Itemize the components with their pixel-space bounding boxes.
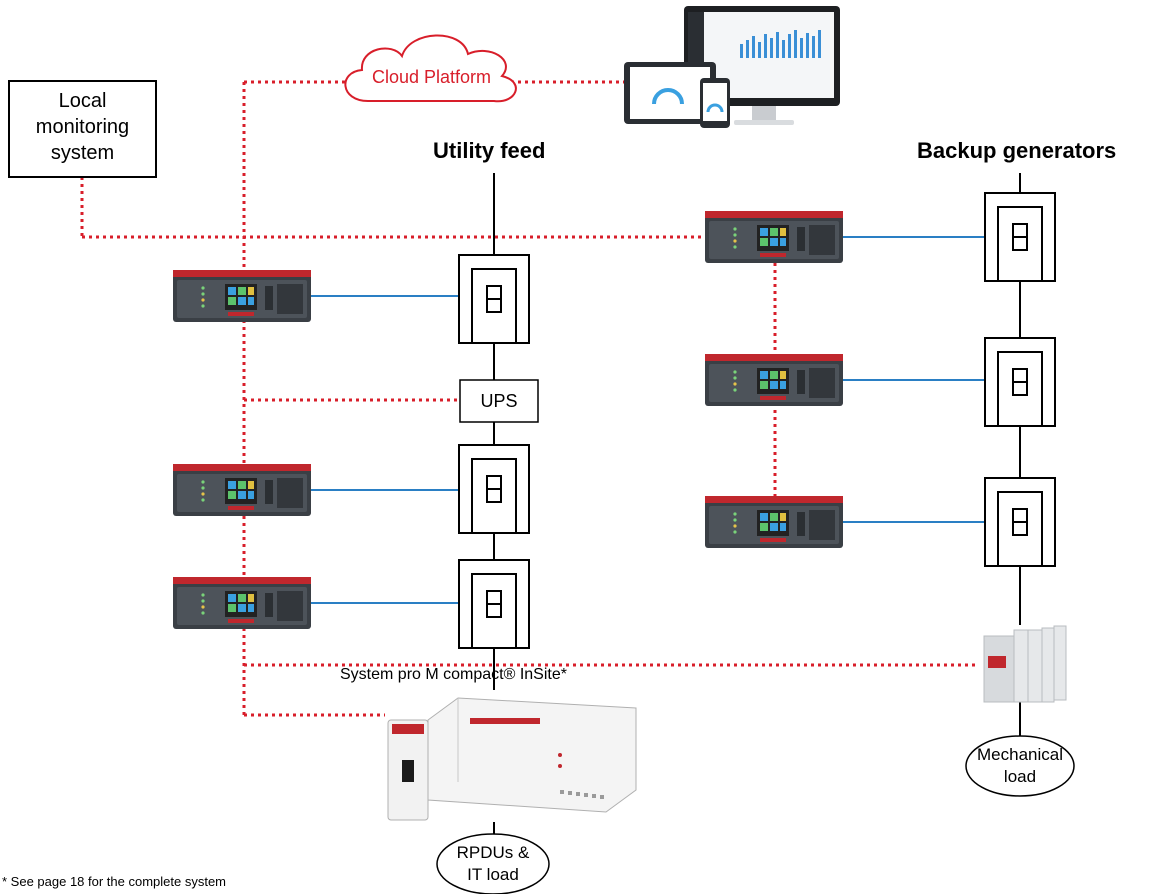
mechanical-load-oval [965,735,1075,797]
control-links [311,236,985,604]
rpdus-it-load-label: RPDUs & IT load [456,843,530,884]
footnote: * See page 18 for the complete system [2,874,227,889]
controller-icon [983,625,1067,703]
ups-label: UPS [480,391,518,411]
circuit-breaker-icon [458,254,530,344]
circuit-breaker-icon [984,192,1056,282]
local-monitoring-box [8,80,157,178]
cloud-icon [344,34,517,103]
protection-relay-icon [705,211,843,263]
circuit-breaker-icon [458,444,530,534]
insite-label: System pro M compact® InSite* [340,666,567,683]
circuit-breaker-icon [458,559,530,649]
protection-relay-icon [705,354,843,406]
rpdus-oval [436,833,550,894]
protection-relay-icon [173,464,311,516]
dashboard-devices-icon [624,6,840,128]
mechanical-load-label: Mechanical load [977,745,1063,786]
circuit-breaker-icon [984,337,1056,427]
utility-feed-heading: Utility feed [433,138,546,163]
cloud-platform-label: Cloud Platform [372,67,492,87]
protection-relay-icon [173,270,311,322]
insite-device-icon [387,697,637,821]
circuit-breaker-icon [984,477,1056,567]
protection-relay-icon [705,496,843,548]
ups-box [459,379,539,423]
local-monitoring-label: Local monitoring system [35,90,130,164]
protection-relay-icon [173,577,311,629]
power-lines [493,173,1021,850]
backup-generators-heading: Backup generators [917,138,1117,163]
